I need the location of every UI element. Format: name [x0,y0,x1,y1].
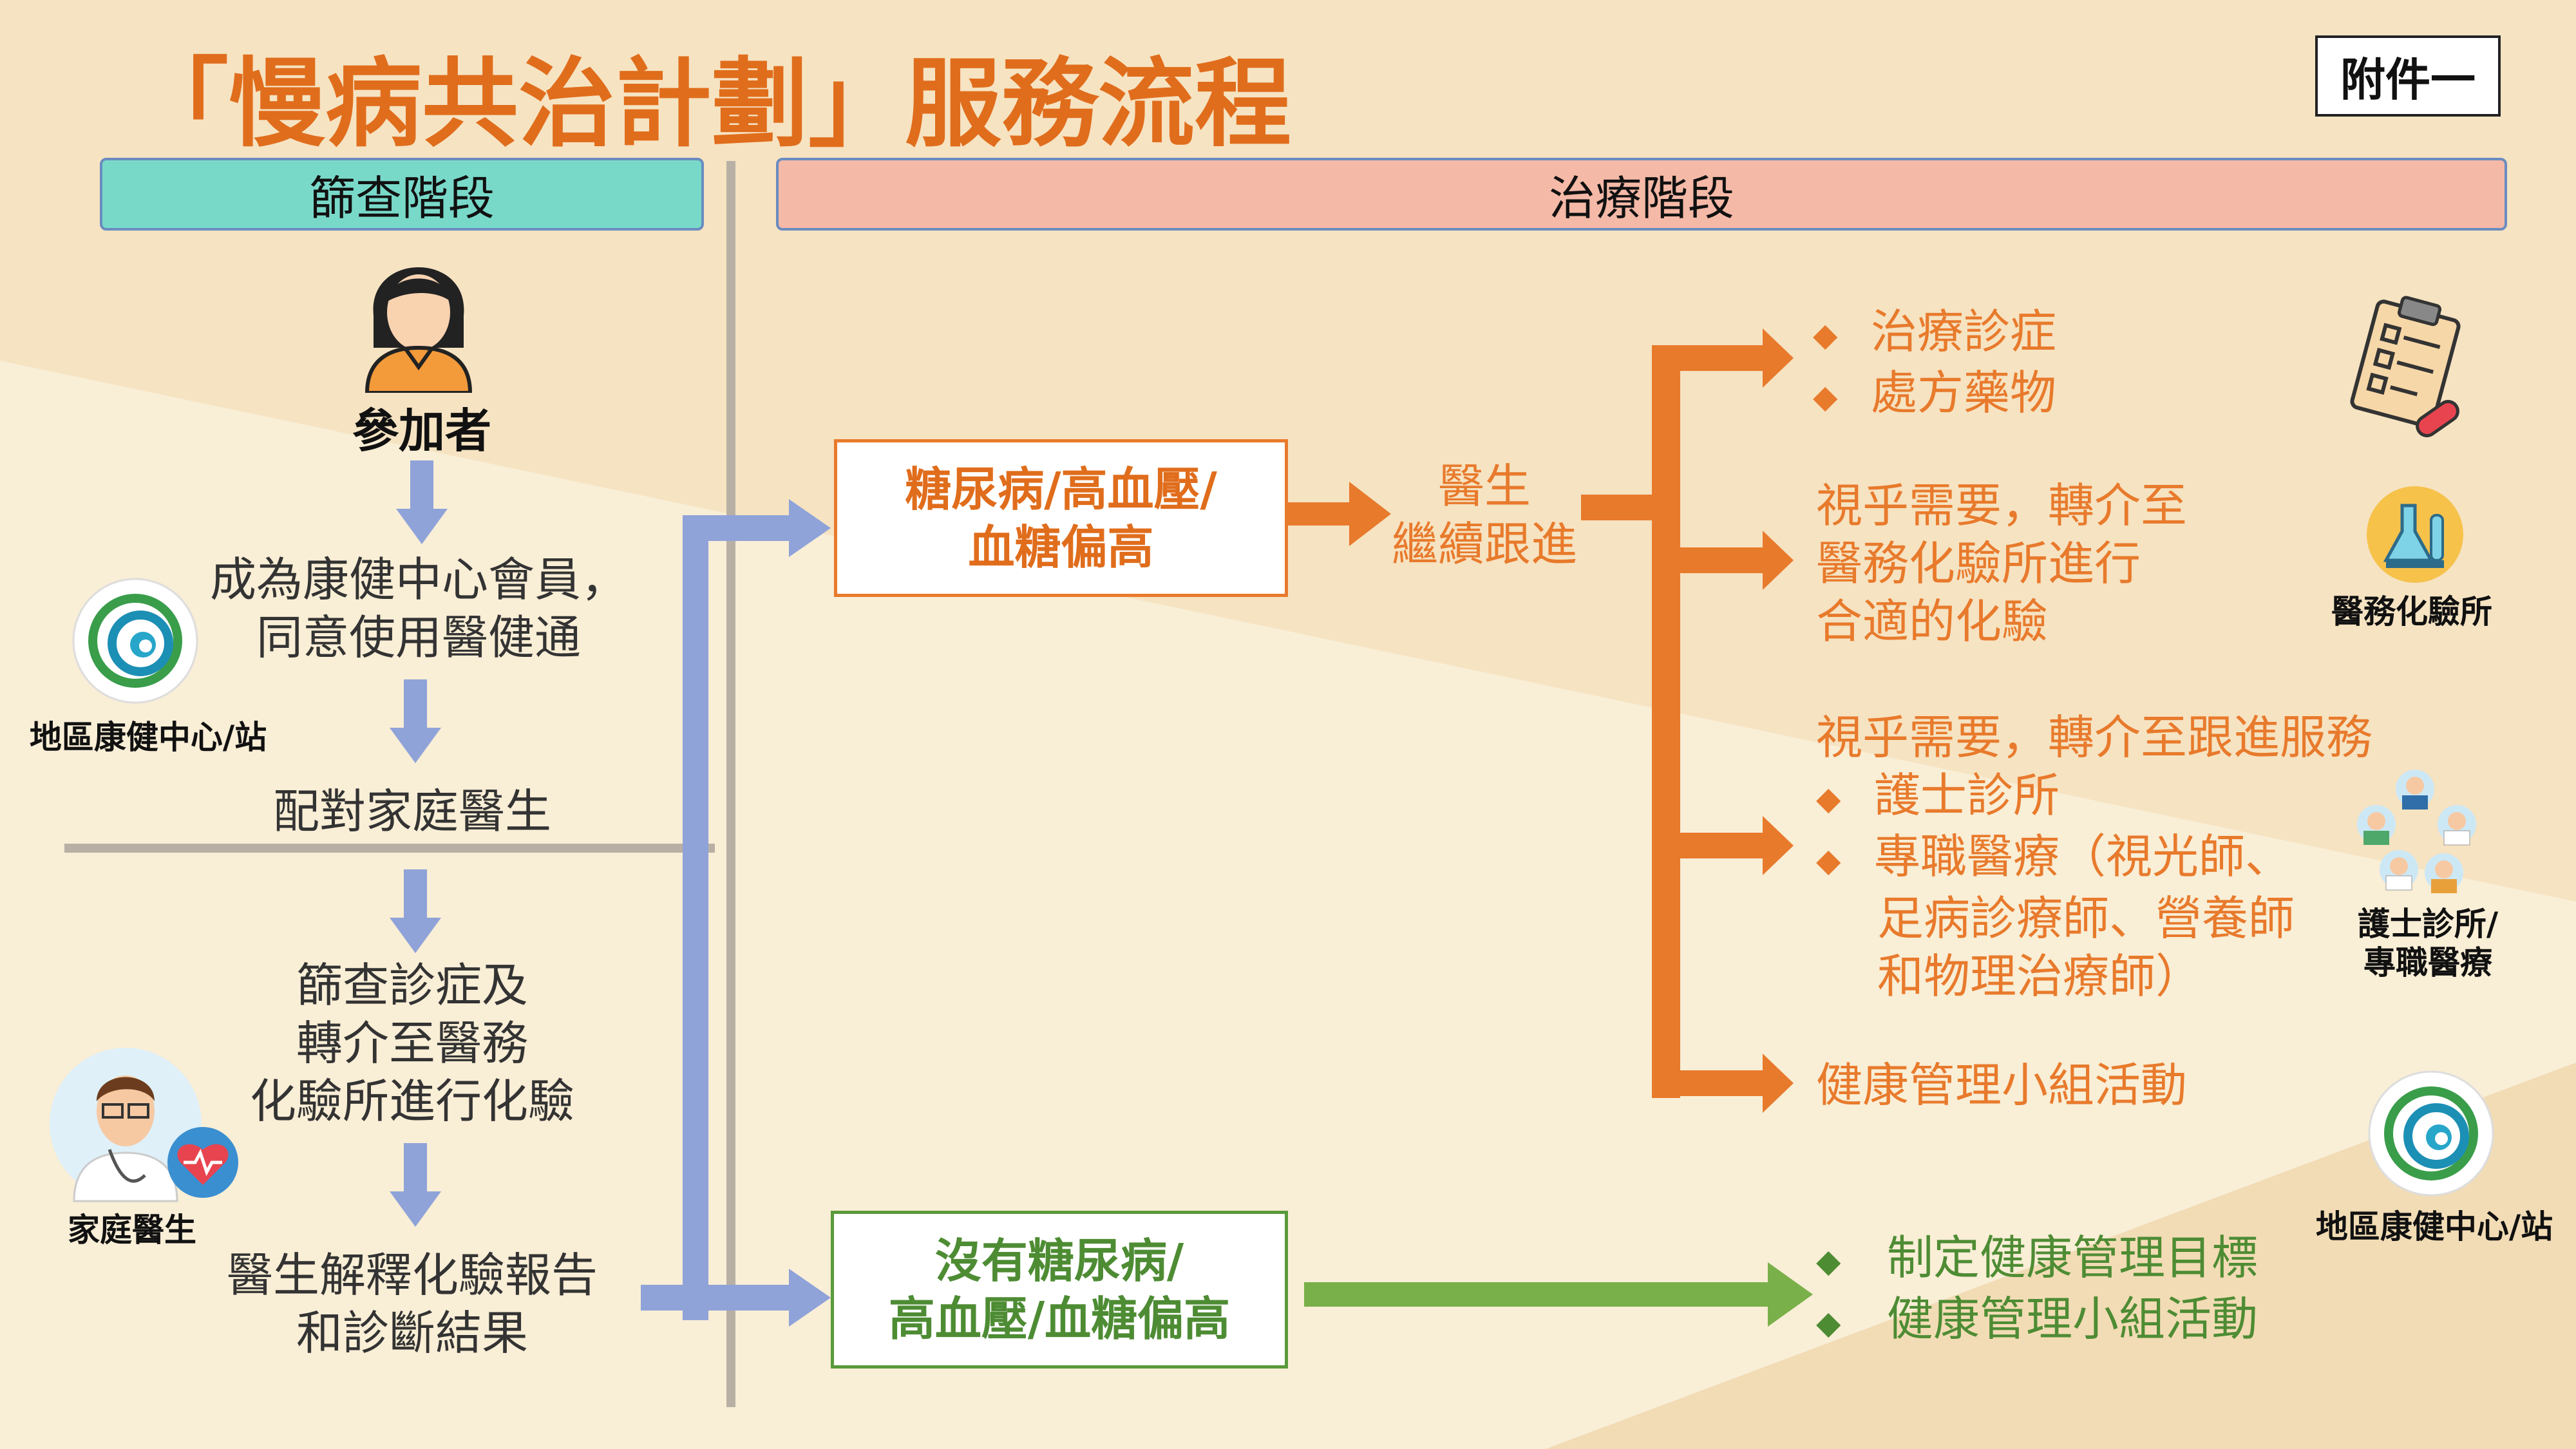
nurse-allied-label-line-1: 護士診所/ [2357,905,2499,943]
stage-divider-vertical [726,161,735,1407]
family-doctor-label: 家庭醫生 [68,1211,196,1249]
lab-label: 醫務化驗所 [2331,593,2492,630]
dhc-logo-icon [72,578,198,704]
green-outcomes: ◆ 制定健康管理目標 ◆ 健康管理小組活動 [1816,1229,2258,1352]
followup-item-1: ◆ 護士診所 [1816,766,2372,828]
treatment-item-2: ◆ 處方藥物 [1813,364,2056,425]
bullet-icon: ◆ [1816,1242,1841,1280]
nurse-allied-label: 護士診所/ 專職醫療 [2331,905,2524,982]
step-1-line-2: 同意使用醫健通 [256,611,581,665]
orange-branch-bracket [1581,328,1794,1113]
clipboard-icon [2350,296,2461,437]
green-item-2-text: 健康管理小組活動 [1887,1292,2259,1347]
nurse-allied-health-icon [2357,770,2476,893]
lab-referral-text: 視乎需要，轉介至 醫務化驗所進行 合適的化驗 [1816,477,2187,650]
followup-item-2: ◆ 專職醫療（視光師、 [1816,828,2372,889]
green-item-1: ◆ 制定健康管理目標 [1816,1229,2258,1290]
blue-connector [641,499,831,1327]
step-4-line-1: 醫生解釋化驗報告 [226,1248,598,1302]
followup-services: 視乎需要，轉介至跟進服務 ◆護士診所 ◆專職醫療（視光師、 足病診療師、營養師 … [1816,708,2372,1005]
bullet-icon: ◆ [1816,841,1841,879]
screening-divider-horizontal [64,844,715,853]
bullet-icon: ◆ [1816,1303,1841,1341]
doctor-follow-up-line-2: 繼續跟進 [1391,517,1577,571]
step-1: 成為康健中心會員， 同意使用醫健通 [180,551,657,667]
lab-referral-line-2: 醫務化驗所進行 [1816,536,2141,591]
diabetes-box: 糖尿病/高血壓/ 血糖偏高 [834,439,1288,597]
participant-icon [365,267,473,393]
participant-label: 參加者 [352,404,491,458]
followup-item-2-line-2: 足病診療師、營養師 [1877,891,2295,945]
treatment-item-1: ◆ 治療診症 [1813,303,2056,364]
bullet-icon: ◆ [1813,316,1838,354]
health-group-activity: 健康管理小組活動 [1816,1058,2188,1112]
step-3-line-1: 篩查診症及 [296,958,528,1012]
stage-treatment: 治療階段 [776,158,2507,231]
step-3-line-3: 化驗所進行化驗 [249,1074,574,1128]
page-title: 「慢病共治計劃」服務流程 [132,48,1292,160]
down-arrow-1 [396,460,448,544]
no-diabetes-box: 沒有糖尿病/ 高血壓/血糖偏高 [831,1211,1288,1368]
no-diabetes-box-line-2: 高血壓/血糖偏高 [888,1291,1231,1346]
step-2: 配對家庭醫生 [272,784,551,838]
followup-heading: 視乎需要，轉介至跟進服務 [1816,710,2373,764]
dhc-left-label: 地區康健中心/站 [29,719,267,756]
diabetes-box-line-2: 血糖偏高 [968,520,1154,574]
lab-referral-line-1: 視乎需要，轉介至 [1816,478,2188,533]
lab-referral-line-3: 合適的化驗 [1816,594,2049,649]
bullet-icon: ◆ [1816,780,1841,818]
step-4-line-2: 和診斷結果 [296,1306,528,1360]
followup-item-2-line-1: 專職醫療（視光師、 [1874,829,2292,884]
treatment-item-1-text: 治療診症 [1871,305,2057,359]
dhc-right-label: 地區康健中心/站 [2315,1208,2553,1245]
down-arrow-3 [390,869,441,953]
lab-flask-icon [2367,486,2463,583]
doctor-follow-up-line-1: 醫生 [1437,459,1531,513]
green-item-2: ◆ 健康管理小組活動 [1816,1290,2258,1351]
doctor-follow-up: 醫生 繼續跟進 [1385,457,1584,573]
treatment-list: ◆ 治療診症 ◆ 處方藥物 [1813,303,2056,426]
step-4: 醫生解釋化驗報告 和診斷結果 [193,1246,631,1362]
followup-item-1-text: 護士診所 [1874,768,2060,822]
step-3-line-2: 轉介至醫務 [296,1016,528,1070]
step-1-line-1: 成為康健中心會員， [209,553,627,607]
orange-arrow-to-doctor [1288,482,1391,546]
family-doctor-icon [50,1048,238,1202]
dhc-logo-icon [2368,1070,2494,1197]
green-arrow [1304,1262,1813,1327]
diabetes-box-line-1: 糖尿病/高血壓/ [905,462,1217,516]
nurse-allied-label-line-2: 專職醫療 [2363,944,2492,981]
stage-screening: 篩查階段 [100,158,704,231]
down-arrow-2 [390,679,441,763]
treatment-item-2-text: 處方藥物 [1871,366,2057,421]
bullet-icon: ◆ [1813,377,1838,415]
annex-badge: 附件一 [2315,35,2501,117]
no-diabetes-box-line-1: 沒有糖尿病/ [934,1233,1184,1288]
down-arrow-4 [390,1143,441,1227]
step-3: 篩查診症及 轉介至醫務 化驗所進行化驗 [193,956,631,1130]
green-item-1-text: 制定健康管理目標 [1887,1231,2259,1285]
followup-item-2-line-3: 和物理治療師） [1877,949,2202,1003]
